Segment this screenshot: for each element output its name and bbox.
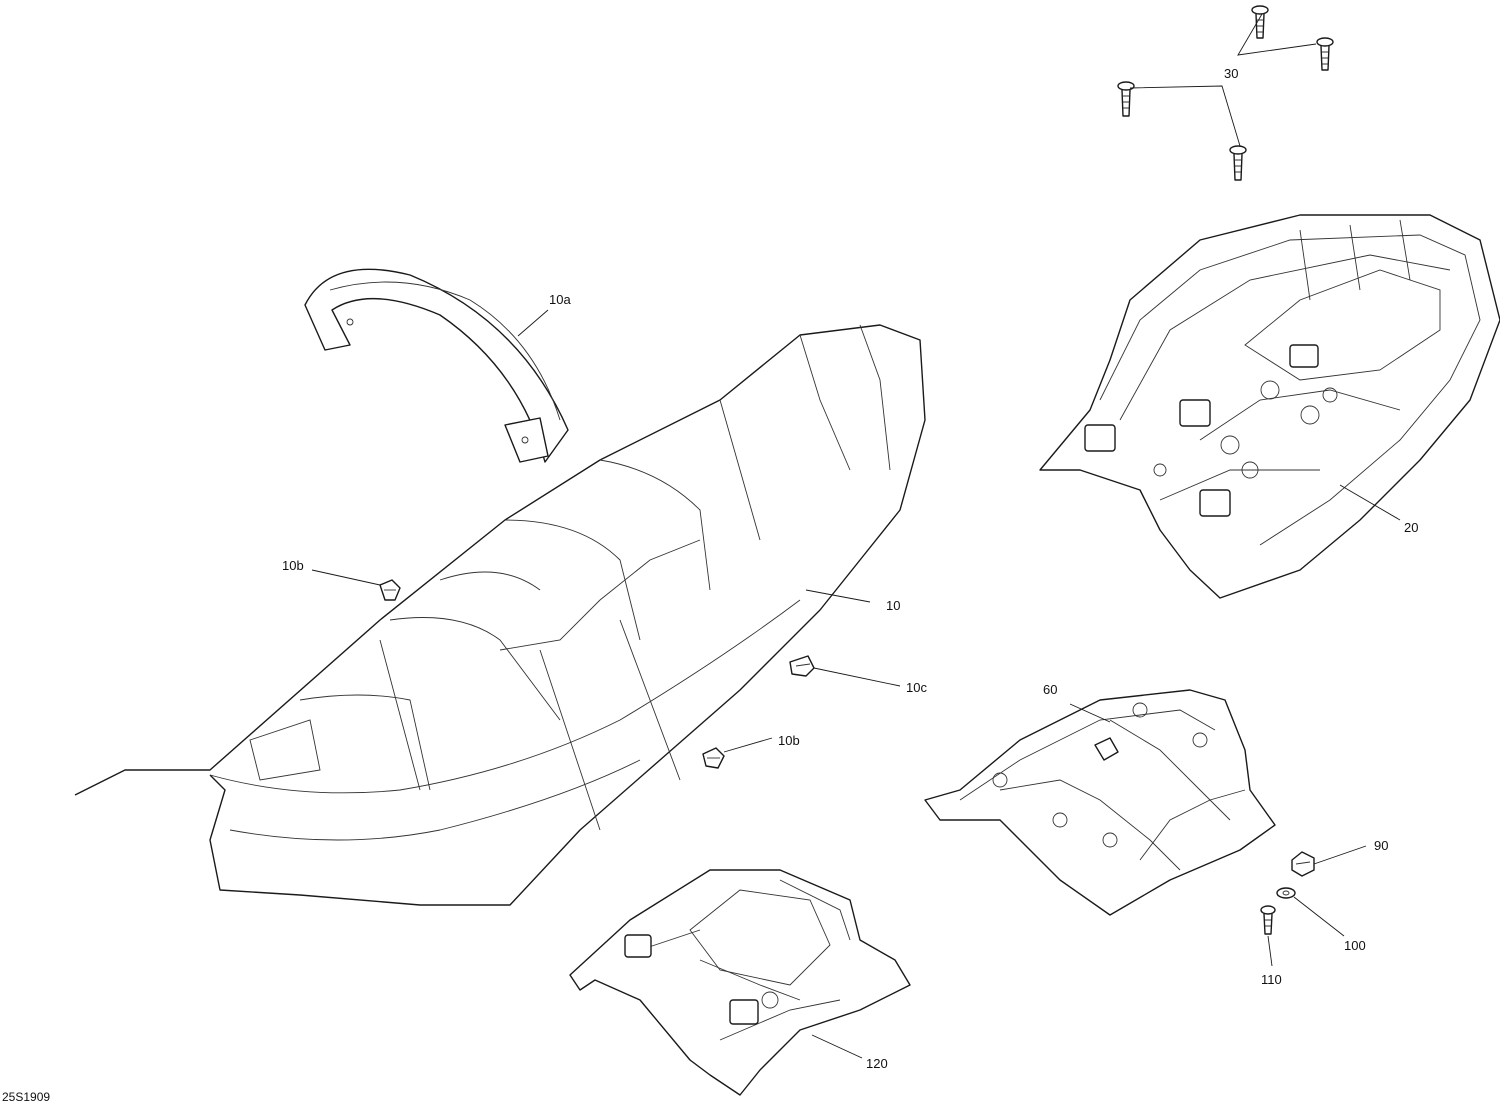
screw-30-right: [1316, 37, 1334, 71]
diagram-reference-code: 25S1909: [2, 1090, 50, 1104]
bolt-110: [1260, 905, 1276, 967]
callout-20: 20: [1404, 520, 1418, 535]
seat-strap-10a: [304, 268, 569, 463]
clip-10b-upper: [311, 569, 401, 601]
screw-30-top: [1251, 5, 1269, 39]
callout-110: 110: [1261, 972, 1282, 987]
callout-120: 120: [866, 1056, 888, 1071]
callout-10c: 10c: [906, 680, 927, 695]
grab-rack-20: [1039, 214, 1500, 599]
nut-90: [1291, 845, 1367, 877]
screw-group-30: [1117, 5, 1334, 181]
seat-10: [74, 324, 926, 906]
screw-30-bottom: [1229, 145, 1247, 181]
callout-10b-lower: 10b: [778, 733, 800, 748]
washer-100: [1276, 887, 1345, 937]
callout-10b-upper: 10b: [282, 558, 304, 573]
screw-30-left: [1117, 81, 1135, 117]
front-tray-120: [569, 869, 911, 1096]
callout-90: 90: [1374, 838, 1388, 853]
rear-tray-60: [924, 689, 1276, 916]
callout-100: 100: [1344, 938, 1366, 953]
clip-10b-lower: [702, 737, 773, 769]
callout-10: 10: [886, 598, 900, 613]
callout-10a: 10a: [549, 292, 571, 307]
callout-30: 30: [1224, 66, 1238, 81]
clip-10c: [789, 655, 901, 687]
callout-60: 60: [1043, 682, 1057, 697]
